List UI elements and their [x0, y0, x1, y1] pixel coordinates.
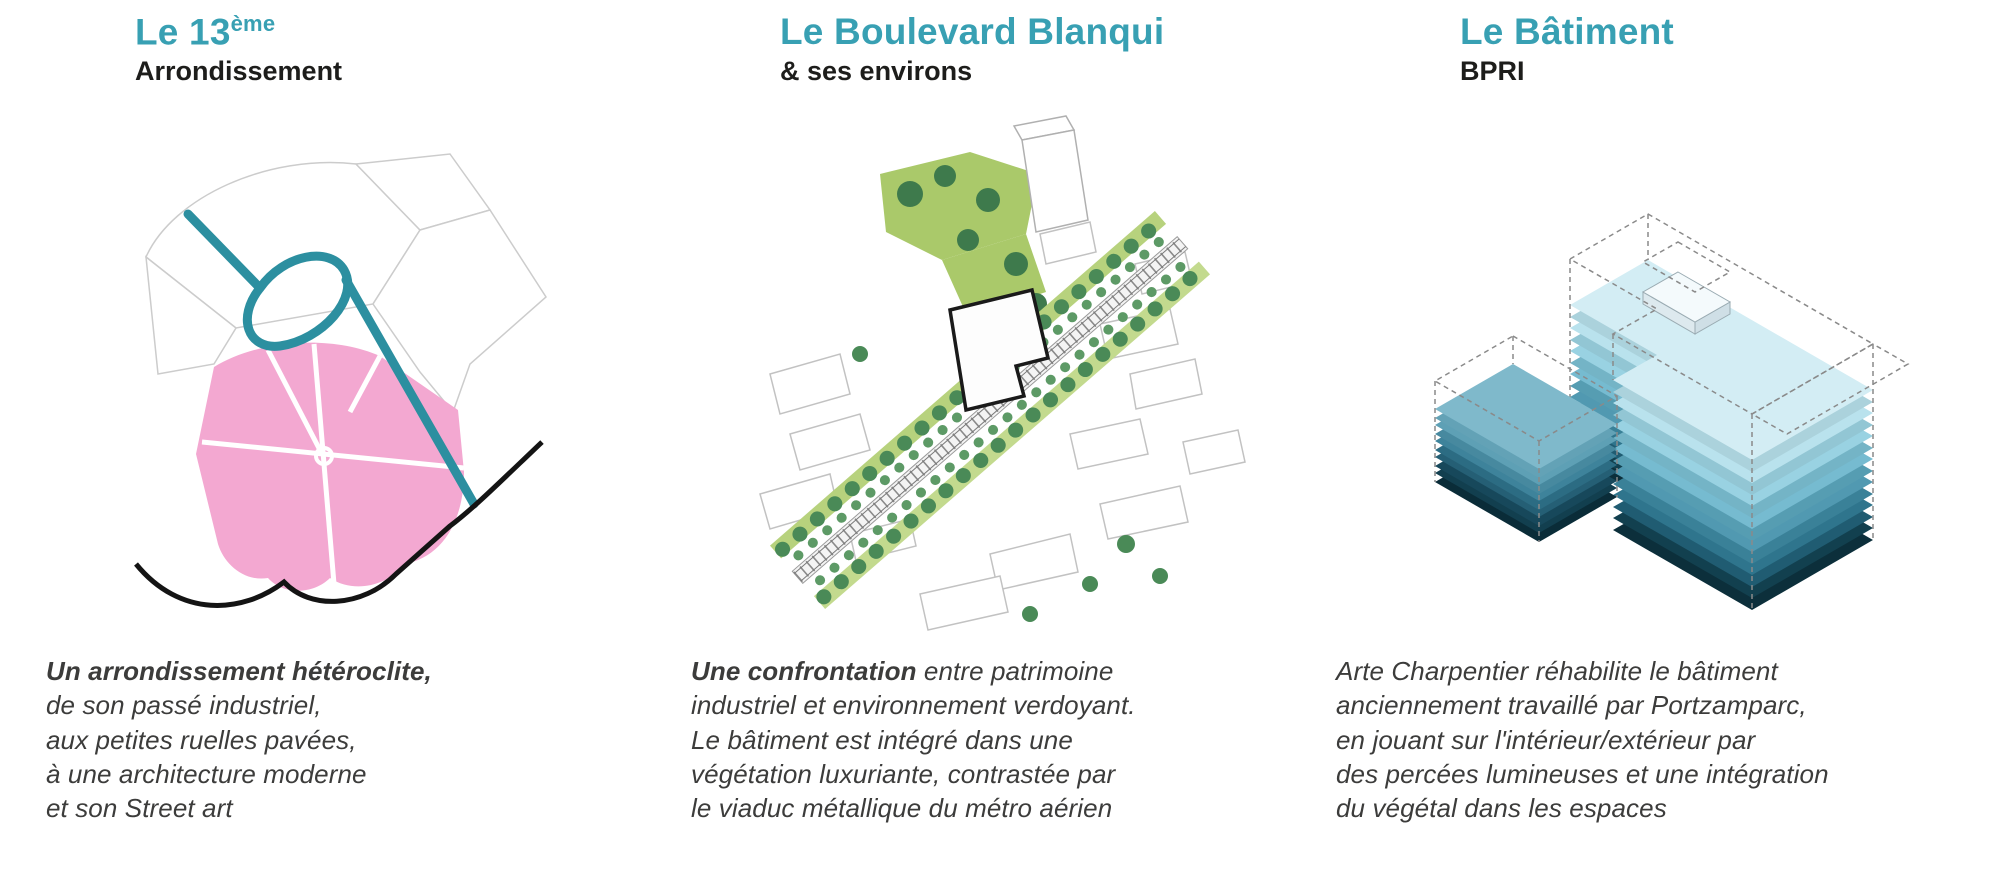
panel-boulevard-header: Le Boulevard Blanqui & ses environs — [685, 11, 1310, 106]
highlighted-building-footprint — [947, 287, 1050, 413]
desc-line: anciennement travaillé par Portzamparc, — [1336, 690, 1807, 721]
panel-boulevard: Le Boulevard Blanqui & ses environs — [685, 11, 1310, 862]
desc-lead: Une confrontation — [691, 656, 917, 686]
tree-row — [815, 263, 1206, 605]
description-batiment: Arte Charpentier réhabilite le bâtiment … — [1330, 654, 1955, 826]
desc-lead: Un arrondissement hétéroclite, — [46, 656, 432, 686]
desc-line: Arte Charpentier réhabilite le bâtiment — [1336, 656, 1778, 686]
dashed-envelope-secondary — [1432, 335, 1619, 542]
boulevard-axonometric-svg — [758, 115, 1246, 631]
panel-subtitle-bpri: BPRI — [1460, 55, 1525, 86]
panel-title-boulevard: Le Boulevard Blanqui — [780, 11, 1165, 52]
panel-batiment-header: Le Bâtiment BPRI — [1330, 11, 1955, 106]
desc-line: Une confrontation entre patrimoine — [691, 654, 1310, 688]
district-roundabout — [313, 446, 334, 466]
teal-roads — [183, 209, 478, 509]
panel-arrondissement: Le 13ème Arrondissement — [40, 11, 665, 862]
desc-line: et son Street art — [46, 793, 233, 824]
tree-row — [814, 260, 1187, 586]
building-illustration — [1330, 106, 1955, 646]
map-parcels — [144, 153, 547, 414]
title-superscript: ème — [230, 11, 276, 36]
dashed-envelope — [1567, 213, 1910, 610]
panel-arrondissement-header: Le 13ème Arrondissement — [40, 11, 665, 106]
desc-line: en jouant sur l'intérieur/extérieur par — [1336, 724, 1756, 755]
secondary-building-stack — [1432, 335, 1619, 542]
desc-line: industriel et environnement verdoyant. — [691, 690, 1136, 721]
map-illustration — [40, 106, 665, 646]
district-boundary — [133, 440, 544, 608]
park-trees — [896, 165, 1047, 315]
building-axonometric-svg — [1432, 213, 1910, 610]
desc-lead-rest: entre patrimoine — [916, 656, 1114, 686]
panel-title-batiment: Le Bâtiment — [1460, 11, 1674, 52]
boulevard-illustration — [685, 106, 1310, 646]
panel-batiment: Le Bâtiment BPRI — [1330, 11, 1955, 862]
desc-line: Le bâtiment est intégré dans une — [691, 724, 1073, 755]
desc-line: aux petites ruelles pavées, — [46, 724, 357, 755]
desc-line: le viaduc métallique du métro aérien — [691, 793, 1113, 824]
title-text: Le 13 — [135, 11, 231, 53]
district-pink-area — [195, 342, 464, 591]
map-13th-svg — [133, 153, 547, 608]
description-arrondissement: Un arrondissement hétéroclite, de son pa… — [40, 654, 665, 826]
desc-line: végétation luxuriante, contrastée par — [691, 758, 1116, 789]
desc-line: de son passé industriel, — [46, 690, 322, 721]
main-building-stack — [1567, 213, 1910, 610]
panel-subtitle-environs: & ses environs — [780, 55, 973, 86]
desc-line: à une architecture moderne — [46, 758, 367, 789]
desc-line: du végétal dans les espaces — [1336, 793, 1667, 824]
panel-title-13eme: Le 13ème — [135, 11, 665, 53]
desc-line: des percées lumineuses et une intégratio… — [1336, 758, 1829, 789]
tall-building — [1012, 115, 1089, 233]
panel-subtitle-arrondissement: Arrondissement — [135, 56, 343, 87]
scattered-trees — [851, 346, 1168, 622]
description-boulevard: Une confrontation entre patrimoine indus… — [685, 654, 1310, 826]
tree-row — [792, 235, 1166, 561]
rooftop-box — [1641, 271, 1731, 335]
desc-line: Un arrondissement hétéroclite, — [46, 654, 665, 688]
